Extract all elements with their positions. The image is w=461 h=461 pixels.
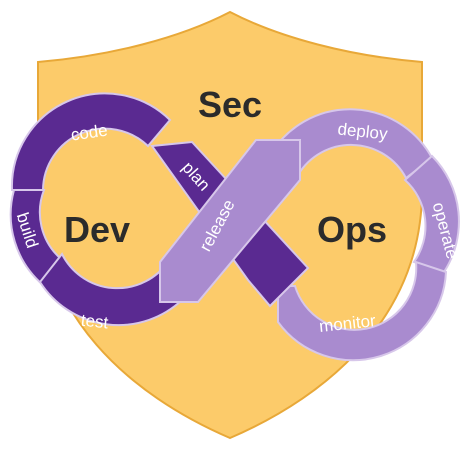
ops-label: Ops [317, 209, 387, 250]
release-crossing-band [159, 139, 301, 303]
step-code-label: code [70, 121, 109, 145]
sec-label: Sec [198, 84, 262, 125]
dev-code-segment [10, 92, 172, 191]
step-test-label: test [80, 311, 110, 333]
dev-label: Dev [64, 209, 130, 250]
